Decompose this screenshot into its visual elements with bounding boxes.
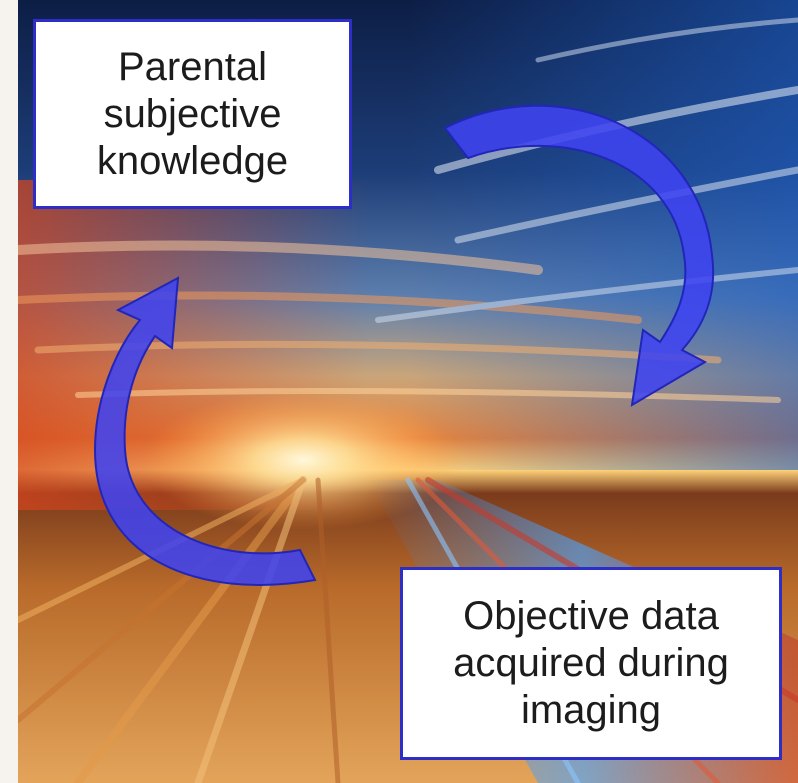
objective-data-label: Objective data acquired during imaging — [453, 594, 729, 732]
arrow-objective-to-parental — [93, 276, 317, 586]
objective-data-box: Objective data acquired during imaging — [400, 567, 782, 760]
parental-knowledge-box: Parental subjective knowledge — [33, 19, 352, 209]
parental-knowledge-label: Parental subjective knowledge — [96, 44, 289, 183]
arrow-parental-to-objective — [443, 104, 715, 407]
